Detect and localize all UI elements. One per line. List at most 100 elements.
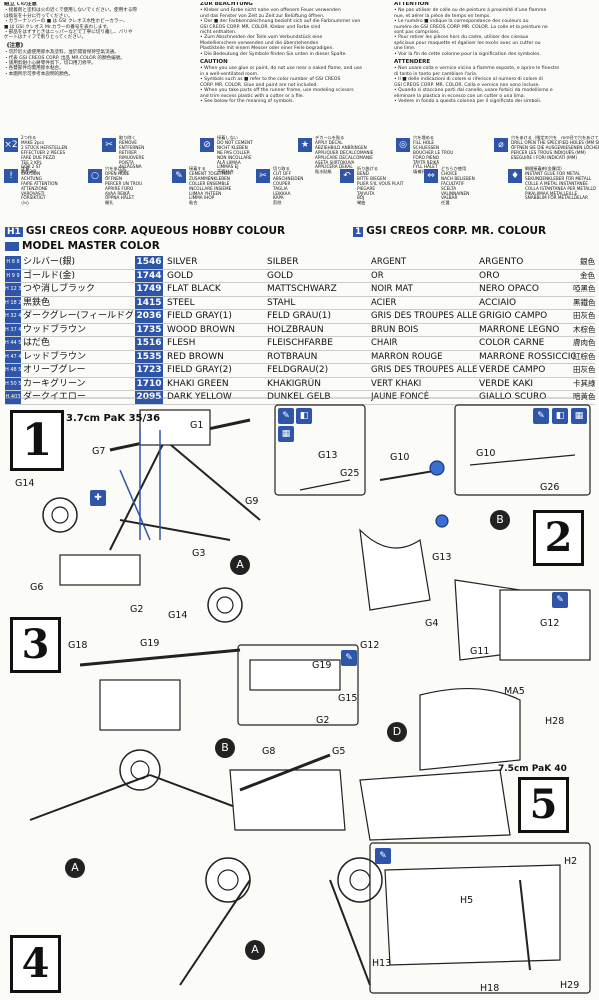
part-label-g18: G18 xyxy=(68,640,88,651)
step2-gun-drawing xyxy=(274,404,591,661)
fr-title: ATTENTION xyxy=(394,2,429,7)
remove-icon: ✂ xyxy=(102,138,116,152)
step5-shield-drawing xyxy=(359,687,591,994)
mr-color-code: 1744 xyxy=(135,269,163,282)
paint-icon: ▦ xyxy=(571,408,587,424)
color-name-de: FELDGRAU(2) xyxy=(267,365,329,375)
part-label-g9: G9 xyxy=(245,496,259,507)
color-name-it: GIALLO SCURO xyxy=(479,392,547,402)
part-label-g5: G5 xyxy=(332,746,346,757)
color-name-en: DARK YELLOW xyxy=(167,392,232,402)
cement-icon: ✎ xyxy=(533,408,549,424)
de-line: Modellierschere verwenden und die überst… xyxy=(200,40,319,46)
color-row: H 44 51はだ色1516FLESHFLEISCHFARBECHAIRCOLO… xyxy=(5,337,595,351)
mr-color-code: 2095 xyxy=(135,391,163,404)
step-3-number: 3 xyxy=(10,617,61,673)
step-2-number: 2 xyxy=(533,510,584,566)
en-line: • When you use glue or paint, do not use… xyxy=(200,66,363,72)
symbol-decal: ★デカールを貼る APPLY DECAL ABZIEHBILD ANBRINGE… xyxy=(298,135,394,174)
color-row: H 12 33つや消しブラック1749FLAT BLACKMATTSCHWARZ… xyxy=(5,283,595,297)
subassembly-a-marker: A xyxy=(230,555,250,575)
color-name-en: RED BROWN xyxy=(167,351,224,362)
color-name-fr: ACIER xyxy=(371,297,397,308)
color-name-de: GOLD xyxy=(267,270,294,281)
decal-icon: ★ xyxy=(298,138,312,152)
it-line: di tanto in tanto per cambiare l'aria. xyxy=(394,71,478,77)
part-label-h29: H29 xyxy=(560,980,580,991)
color-name-jp: 黒鉄色 xyxy=(23,297,51,308)
subassembly-b-marker: B xyxy=(490,510,510,530)
color-name-cn: 暗黃色 xyxy=(573,392,595,401)
h-color-number: H 18 28 xyxy=(5,296,21,309)
fr-line: • Pour retirer les pièces hors du cadre,… xyxy=(394,35,529,41)
de-line: Plastikteile mit einem Messer oder einer… xyxy=(200,46,334,52)
part-label-g10: G10 xyxy=(390,452,410,463)
color-name-cn: 銀色 xyxy=(580,257,595,266)
part-label-g13: G13 xyxy=(318,450,338,461)
jp-line: ・接着剤と塗料は火の近くで使用しないでください。使用する際 xyxy=(4,8,137,14)
color-name-jp: レッドブラウン xyxy=(23,351,87,362)
part-label-g7: G7 xyxy=(92,446,106,457)
color-name-cn: 木棕色 xyxy=(573,324,595,334)
color-name-cn: 田灰色 xyxy=(573,311,595,320)
fr-line: numéro de GSI CREOS CORP. MR. COLOR. La … xyxy=(394,24,548,30)
part-label-g11: G11 xyxy=(470,646,490,657)
de-line: • Der ■ der Farbkennzeichnung bezieht si… xyxy=(200,19,361,25)
part-label-g12: G12 xyxy=(540,618,560,629)
h-color-number: H 47 41 xyxy=(5,350,21,363)
part-label-g1: G1 xyxy=(190,420,204,431)
color-name-de: STAHL xyxy=(267,297,296,308)
step-1-title: 3.7cm PaK 35/36 xyxy=(66,413,161,424)
color-name-cn: 金色 xyxy=(580,270,595,280)
step-1-number: 1 xyxy=(10,410,64,471)
color-row: H 18 28黒鉄色1415STEELSTAHLACIERACCIAIO黑鐵色 xyxy=(5,296,595,310)
it-line: • Vedere in fondo a questa colonna per i… xyxy=(394,98,542,104)
de-line: • Zum Abschneiden der Teile vom Verbunds… xyxy=(200,35,323,41)
color-name-en: FIELD GRAY(2) xyxy=(167,365,232,375)
color-name-cn: 田灰色(2) xyxy=(573,365,595,374)
de-line: GSI CREOS CORP. MR. COLOR. Kleber und Fa… xyxy=(200,24,321,30)
color-name-it: VERDE KAKI xyxy=(479,378,534,389)
color-name-fr: CHAIR xyxy=(371,338,398,348)
color-name-cn: 啞黑色 xyxy=(573,284,595,293)
jp-line: ・カラーナンバーの ■ は GSI クレオス水性ホビーカラー、 xyxy=(4,19,128,25)
symbol-text: 折り曲げる BEND BITTE BIEGEN PLIER S'IL VOUS … xyxy=(357,166,404,206)
color-name-en: FIELD GRAY(1) xyxy=(167,311,232,321)
part-label-g8: G8 xyxy=(262,746,276,757)
it-line: GSI CREOS CORP. MR. COLOR. Colla e verni… xyxy=(394,82,540,88)
symbol-cut: ✂切り取る CUT OFF ABSCHNEIDEN COUPER TAGLIA … xyxy=(256,166,338,205)
color-row: H 48 52オリーブグレー1723FIELD GRAY(2)FELDGRAU(… xyxy=(5,364,595,378)
color-name-fr: OR xyxy=(371,270,384,281)
de-title: ZUR BEACHTUNG xyxy=(200,2,253,7)
jp-caution-title: 《注意》 xyxy=(4,42,27,49)
subassembly-d-marker: D xyxy=(387,722,407,742)
color-name-fr: GRIS DES TROUPES ALLEMANDES(1) xyxy=(371,311,477,321)
color-name-fr: NOIR MAT xyxy=(371,284,413,294)
choice-icon: ⇔ xyxy=(424,169,438,183)
part-label-h28: H28 xyxy=(545,716,565,727)
part-label-g12: G12 xyxy=(360,640,380,651)
color-name-jp: ダークイエロー xyxy=(23,392,86,402)
h-color-number: H 12 33 xyxy=(5,283,21,296)
color-name-jp: ダークグレー(フィールドグレ) xyxy=(23,311,133,321)
no-glue-icon: ⊘ xyxy=(200,138,214,152)
color-name-fr: ARGENT xyxy=(371,257,407,267)
color-name-it: ORO xyxy=(479,270,500,281)
it-line: • Quando si staccano parti dal canello, … xyxy=(394,88,553,94)
color-name-en: WOOD BROWN xyxy=(167,324,236,335)
symbol-text: 穴をあける OPEN HOLE ÖFFNEN PERCER UN TROU AP… xyxy=(105,166,143,206)
color-name-jp: つや消しブラック xyxy=(23,284,96,294)
color-name-fr: BRUN BOIS xyxy=(371,324,419,335)
mr-color-code: 1735 xyxy=(135,323,163,336)
fr-line: • Ne pas utiliser de colle ou de peintur… xyxy=(394,8,547,14)
instructions-de-en: ZUR BEACHTUNG • Kleber und Farbe nicht n… xyxy=(200,2,388,134)
color-name-it: NERO OPACO xyxy=(479,284,539,294)
color-name-it: GRIGIO CAMPO xyxy=(479,311,548,321)
color-name-cn: 膚肉色 xyxy=(573,338,595,347)
model-master-title: MODEL MASTER COLOR xyxy=(22,240,160,252)
en-line: • See below for the meaning of symbols. xyxy=(200,98,294,104)
symbol-text: どちらか使用 CHOICE NACH BELIEBEN FACULTATIF S… xyxy=(441,166,475,206)
